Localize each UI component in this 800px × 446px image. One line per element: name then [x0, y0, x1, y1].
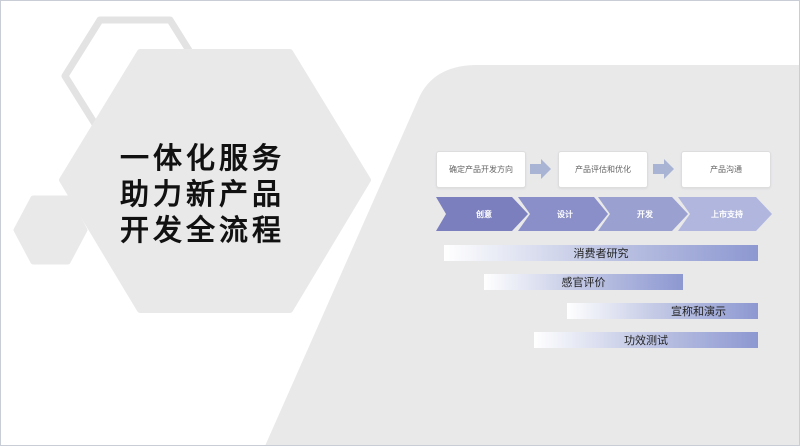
phase-label-2: 设计: [557, 209, 573, 219]
service-bar-1: 消费者研究: [444, 245, 758, 261]
headline-line-1: 一体化服务: [120, 141, 286, 175]
step-box-1: 确定产品开发方向: [436, 151, 526, 188]
service-bar-label-2: 感官评价: [561, 276, 606, 289]
phase-label-4: 上市支持: [711, 209, 743, 219]
phase-chevron-1: [436, 197, 528, 231]
service-bar-2: 感官评价: [484, 274, 683, 290]
step-box-3: 产品沟通: [681, 151, 771, 188]
phase-chevron-4: [678, 197, 772, 231]
large-hexagon: [59, 49, 371, 313]
headline: 一体化服务 助力新产品 开发全流程: [120, 140, 330, 248]
phase-chevron-3: [598, 197, 688, 231]
service-bar-3: 宣称和演示: [567, 303, 758, 319]
phase-label-3: 开发: [637, 209, 653, 219]
small-hexagon: [13, 195, 88, 265]
step-label-1: 确定产品开发方向: [449, 165, 513, 174]
service-bar-label-4: 功效测试: [624, 334, 668, 347]
step-label-3: 产品沟通: [710, 165, 742, 174]
step-label-2: 产品评估和优化: [575, 165, 631, 174]
service-bar-4: 功效测试: [534, 332, 758, 348]
phase-label-1: 创意: [476, 209, 492, 219]
service-bar-label-1: 消费者研究: [573, 247, 629, 260]
phase-chevron-2: [518, 197, 608, 231]
headline-line-3: 开发全流程: [120, 213, 286, 247]
service-bar-label-3: 宣称和演示: [671, 305, 726, 318]
step-arrow-2-icon: [653, 159, 674, 179]
step-arrow-1-icon: [530, 159, 551, 179]
step-box-2: 产品评估和优化: [558, 151, 648, 188]
phase-chevrons: [436, 197, 772, 231]
headline-line-2: 助力新产品: [120, 177, 286, 211]
